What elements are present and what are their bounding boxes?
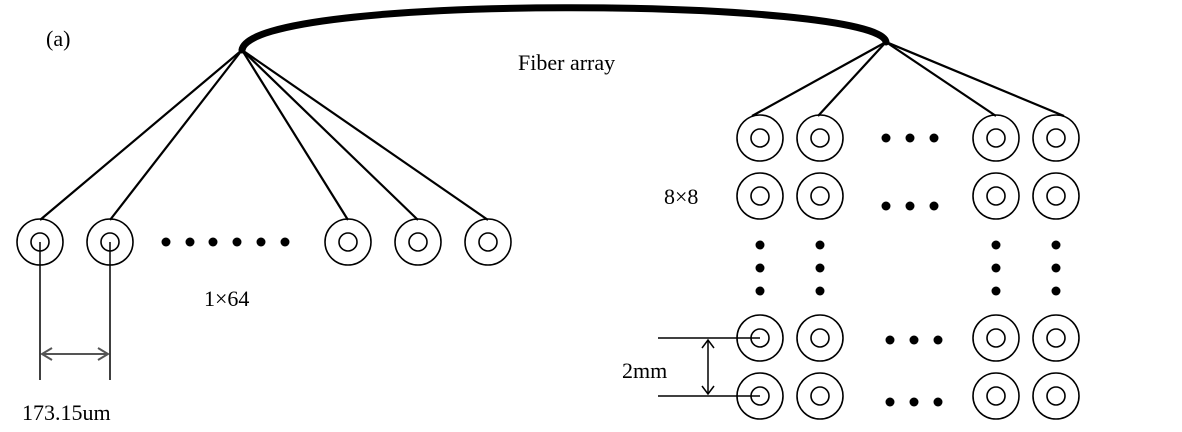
square-array-size-label: 8×8 (664, 184, 698, 209)
fiber-bundle (238, 4, 890, 54)
linear-fanout-lines (39, 49, 489, 221)
fiber-circle (972, 314, 1020, 362)
fiber-circle (394, 218, 442, 266)
square-row-ellipsis-dots (881, 133, 943, 407)
fiber-array-label: Fiber array (518, 50, 615, 75)
square-fanout-lines (751, 40, 1065, 118)
panel-label: (a) (46, 26, 70, 51)
fiber-circle (1032, 172, 1080, 220)
square-column-ellipsis-dots (755, 240, 1061, 296)
fiber-circle (972, 172, 1020, 220)
fiber-circle (796, 172, 844, 220)
square-pitch-label: 2mm (622, 358, 667, 383)
square-pitch-dimension (658, 337, 760, 397)
fiber-circle (1032, 114, 1080, 162)
linear-ellipsis-dots (161, 237, 290, 247)
fiber-circle (796, 372, 844, 420)
fiber-circle (972, 372, 1020, 420)
fiber-circle (324, 218, 372, 266)
fiber-circle (796, 114, 844, 162)
fiber-circle (464, 218, 512, 266)
fiber-circle (736, 114, 784, 162)
fiber-circle (1032, 314, 1080, 362)
fiber-circle (1032, 372, 1080, 420)
fiber-circle (972, 114, 1020, 162)
fiber-circle (736, 172, 784, 220)
square-fiber-grid (736, 114, 1080, 420)
linear-array-size-label: 1×64 (204, 286, 249, 311)
linear-pitch-label: 173.15um (22, 400, 111, 425)
fiber-circle (796, 314, 844, 362)
linear-pitch-dimension (39, 242, 111, 380)
